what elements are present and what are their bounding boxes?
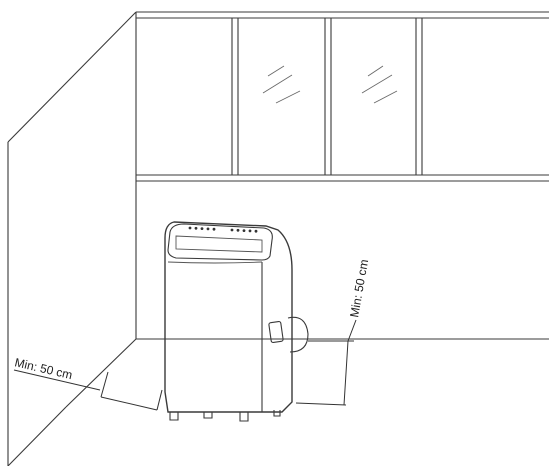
control-panel (167, 223, 273, 261)
back-clearance-label: Min: 50 cm (347, 258, 371, 318)
window-mullion-3 (415, 18, 423, 175)
window (136, 17, 549, 182)
side-dimension-line (100, 396, 158, 411)
casters (169, 410, 281, 422)
back-extension-bottom (295, 402, 347, 406)
unit-body (164, 221, 293, 413)
side-label-underline (13, 369, 101, 391)
control-panel-inner (175, 235, 263, 253)
side-extension-line-unit (156, 389, 163, 411)
floor-line-left (65, 338, 137, 408)
control-buttons (188, 226, 258, 233)
side-clearance-label: Min: 50 cm (13, 355, 73, 382)
exhaust-outlet (287, 316, 309, 353)
unit-front-curve (167, 261, 263, 264)
glass-reflection-1 (262, 65, 301, 104)
window-mullion-2 (324, 18, 332, 175)
left-wall-top (7, 11, 137, 143)
air-conditioner-unit (164, 221, 309, 422)
side-clearance-dimension: Min: 50 cm (13, 355, 163, 411)
side-handle (268, 320, 284, 344)
glass-reflection-2 (361, 65, 398, 104)
back-dimension-line (343, 340, 349, 406)
back-label-leader (347, 319, 357, 342)
room (7, 11, 549, 466)
window-mullion-1 (231, 18, 239, 175)
floor-line-left-front (7, 406, 67, 466)
side-extension-line (100, 371, 109, 398)
